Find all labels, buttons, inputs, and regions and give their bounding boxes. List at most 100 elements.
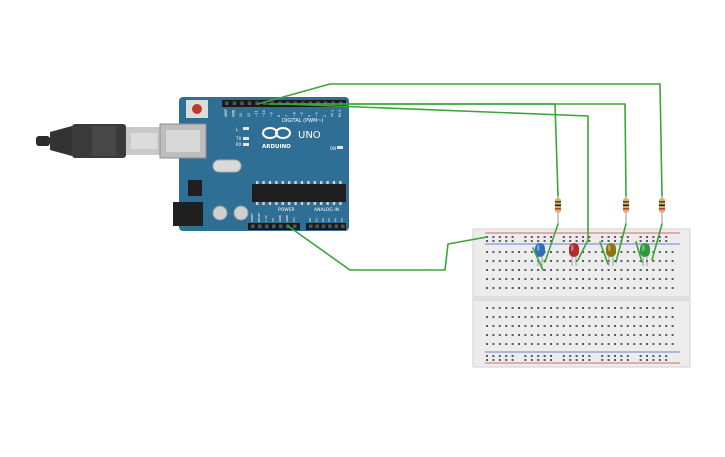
breadboard-hole[interactable] xyxy=(524,359,527,361)
breadboard-hole[interactable] xyxy=(620,343,623,345)
breadboard-hole[interactable] xyxy=(511,334,514,336)
breadboard-hole[interactable] xyxy=(530,287,533,289)
breadboard-hole[interactable] xyxy=(614,316,616,318)
breadboard-hole[interactable] xyxy=(639,307,642,309)
breadboard-hole[interactable] xyxy=(530,316,533,318)
breadboard-hole[interactable] xyxy=(562,251,565,253)
breadboard-hole[interactable] xyxy=(569,334,572,336)
breadboard-hole[interactable] xyxy=(550,236,552,238)
jumper-wire[interactable] xyxy=(287,225,488,271)
green-led[interactable] xyxy=(640,243,650,266)
breadboard-hole[interactable] xyxy=(601,343,604,345)
breadboard-hole[interactable] xyxy=(492,240,495,242)
breadboard-hole[interactable] xyxy=(524,260,527,262)
breadboard-hole[interactable] xyxy=(652,307,655,309)
breadboard-hole[interactable] xyxy=(492,260,495,262)
breadboard-hole[interactable] xyxy=(646,334,648,336)
breadboard-hole[interactable] xyxy=(633,269,636,271)
breadboard-hole[interactable] xyxy=(588,278,591,280)
breadboard-hole[interactable] xyxy=(665,269,668,271)
breadboard-hole[interactable] xyxy=(665,278,668,280)
breadboard-hole[interactable] xyxy=(550,343,552,345)
breadboard-hole[interactable] xyxy=(588,260,591,262)
breadboard-hole[interactable] xyxy=(569,316,572,318)
breadboard-hole[interactable] xyxy=(639,343,642,345)
breadboard-hole[interactable] xyxy=(646,325,648,327)
breadboard-hole[interactable] xyxy=(620,278,623,280)
breadboard-hole[interactable] xyxy=(505,359,508,361)
breadboard-hole[interactable] xyxy=(498,359,501,361)
breadboard-hole[interactable] xyxy=(556,260,559,262)
breadboard-hole[interactable] xyxy=(614,307,616,309)
breadboard-hole[interactable] xyxy=(562,236,565,238)
breadboard-hole[interactable] xyxy=(562,316,565,318)
breadboard-hole[interactable] xyxy=(498,287,501,289)
breadboard-hole[interactable] xyxy=(582,236,584,238)
breadboard-hole[interactable] xyxy=(537,278,540,280)
breadboard-hole[interactable] xyxy=(620,355,623,357)
power-pin[interactable] xyxy=(293,224,297,229)
breadboard-hole[interactable] xyxy=(511,359,514,361)
breadboard-hole[interactable] xyxy=(486,334,488,336)
breadboard-hole[interactable] xyxy=(575,236,578,238)
breadboard-hole[interactable] xyxy=(524,287,527,289)
breadboard-hole[interactable] xyxy=(492,251,495,253)
breadboard-hole[interactable] xyxy=(594,334,597,336)
yellow-led[interactable] xyxy=(606,243,616,266)
breadboard-hole[interactable] xyxy=(492,236,495,238)
breadboard-hole[interactable] xyxy=(498,236,501,238)
breadboard-hole[interactable] xyxy=(569,236,572,238)
breadboard-hole[interactable] xyxy=(614,240,616,242)
breadboard-hole[interactable] xyxy=(626,355,629,357)
breadboard-hole[interactable] xyxy=(582,316,584,318)
breadboard-hole[interactable] xyxy=(594,287,597,289)
breadboard-hole[interactable] xyxy=(530,343,533,345)
breadboard-hole[interactable] xyxy=(518,307,520,309)
breadboard-hole[interactable] xyxy=(562,325,565,327)
breadboard-hole[interactable] xyxy=(582,334,584,336)
breadboard-hole[interactable] xyxy=(588,343,591,345)
breadboard-hole[interactable] xyxy=(486,359,488,361)
jumper-wire[interactable] xyxy=(544,223,559,263)
breadboard-hole[interactable] xyxy=(524,240,527,242)
breadboard-hole[interactable] xyxy=(582,240,584,242)
breadboard-hole[interactable] xyxy=(575,355,578,357)
breadboard-hole[interactable] xyxy=(633,334,636,336)
breadboard-hole[interactable] xyxy=(665,355,668,357)
breadboard-hole[interactable] xyxy=(505,269,508,271)
breadboard-hole[interactable] xyxy=(486,316,488,318)
analog-pin[interactable] xyxy=(315,224,319,229)
breadboard-hole[interactable] xyxy=(620,236,623,238)
breadboard-hole[interactable] xyxy=(671,343,674,345)
breadboard-hole[interactable] xyxy=(607,325,610,327)
breadboard-hole[interactable] xyxy=(524,278,527,280)
breadboard-hole[interactable] xyxy=(671,278,674,280)
breadboard-hole[interactable] xyxy=(575,278,578,280)
breadboard-hole[interactable] xyxy=(537,325,540,327)
breadboard-hole[interactable] xyxy=(492,287,495,289)
breadboard-hole[interactable] xyxy=(524,236,527,238)
breadboard-hole[interactable] xyxy=(562,278,565,280)
breadboard-hole[interactable] xyxy=(537,316,540,318)
breadboard-hole[interactable] xyxy=(671,325,674,327)
breadboard-hole[interactable] xyxy=(607,355,610,357)
breadboard-hole[interactable] xyxy=(492,343,495,345)
breadboard-hole[interactable] xyxy=(498,316,501,318)
breadboard-hole[interactable] xyxy=(620,269,623,271)
breadboard-hole[interactable] xyxy=(550,260,552,262)
breadboard-hole[interactable] xyxy=(665,260,668,262)
breadboard-hole[interactable] xyxy=(588,307,591,309)
breadboard-hole[interactable] xyxy=(652,334,655,336)
breadboard-hole[interactable] xyxy=(550,359,552,361)
breadboard-hole[interactable] xyxy=(582,325,584,327)
breadboard-hole[interactable] xyxy=(492,278,495,280)
breadboard-hole[interactable] xyxy=(588,240,591,242)
breadboard-hole[interactable] xyxy=(543,343,546,345)
blue-led[interactable] xyxy=(535,243,545,266)
breadboard-hole[interactable] xyxy=(620,307,623,309)
breadboard-hole[interactable] xyxy=(658,343,661,345)
header-pin[interactable] xyxy=(232,101,237,106)
breadboard-hole[interactable] xyxy=(575,343,578,345)
jumper-wire[interactable] xyxy=(599,241,609,265)
